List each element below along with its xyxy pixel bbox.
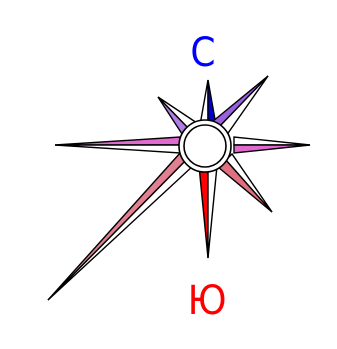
southeast-ray [218,154,272,212]
southwest-ray [48,152,194,300]
east-ray [234,137,310,153]
south-label: Ю [188,278,227,324]
west-ray [55,137,180,153]
center-ring [179,120,231,172]
north-label: С [190,30,215,76]
south-ray [199,166,217,258]
north-ray [200,80,216,125]
